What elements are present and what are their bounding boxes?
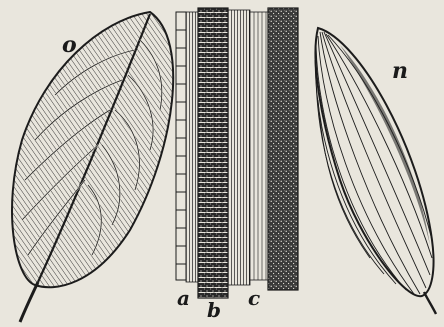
label-tissue-a: a <box>177 288 190 308</box>
label-tissue-b: b <box>207 300 221 320</box>
netted-leaf <box>12 12 173 322</box>
label-left-leaf: o <box>62 34 77 56</box>
label-right-leaf: n <box>392 60 408 82</box>
tissue-section <box>176 8 298 298</box>
parallel-leaf <box>315 28 436 314</box>
label-tissue-c: c <box>248 288 260 308</box>
